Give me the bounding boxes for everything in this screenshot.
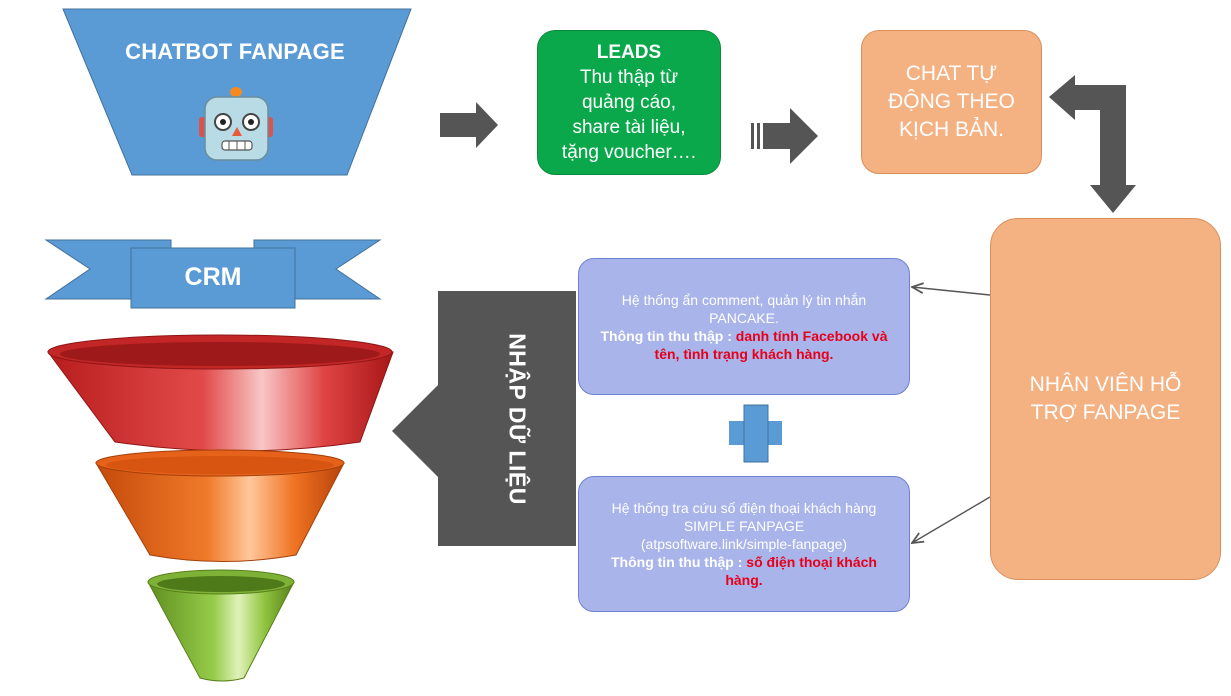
crm-ribbon	[44, 239, 382, 309]
arrow-right-icon	[440, 102, 498, 148]
pancake-collect-value: danh tính Facebook và tên, tình trạng kh…	[654, 327, 888, 362]
connector-support-to-simple	[912, 496, 991, 543]
chat-auto-line-2: ĐỘNG THEO	[888, 90, 1015, 113]
simple-line-1: Hệ thống tra cứu số điện thoại khách hàn…	[611, 500, 877, 516]
chat-auto-line-1: CHAT TỰ	[905, 62, 998, 85]
simple-fanpage-info-box: Hệ thống tra cứu số điện thoại khách hàn…	[578, 476, 910, 612]
simple-line-2: SIMPLE FANPAGE	[683, 518, 805, 534]
chat-auto-box: CHAT TỰ ĐỘNG THEO KỊCH BẢN.	[861, 30, 1042, 174]
leads-box: LEADS Thu thập từ quảng cáo, share tài l…	[537, 30, 721, 175]
support-line-2: TRỢ FANPAGE	[1030, 401, 1181, 424]
pancake-line-1: Hệ thống ẩn comment, quản lý tin nhắn	[621, 291, 867, 308]
pancake-line-2: PANCAKE.	[709, 309, 779, 326]
support-line-1: NHÂN VIÊN HỖ	[1029, 373, 1182, 396]
plus-icon	[729, 404, 782, 463]
funnel-bottom-layer	[147, 581, 295, 682]
import-label-box: NHẬP DỮ LIỆU	[458, 291, 576, 546]
leads-line-1: Thu thập từ	[579, 67, 679, 88]
pancake-collect-label: Thông tin thu thập :	[600, 327, 736, 344]
sales-funnel	[47, 334, 394, 682]
simple-collect: Thông tin thu thập : số điện thoại khách…	[593, 553, 895, 589]
bent-arrow-icon	[1049, 75, 1136, 213]
leads-line-3: share tài liệu,	[572, 117, 686, 138]
crm-label: CRM	[184, 263, 242, 291]
pancake-info-box: Hệ thống ẩn comment, quản lý tin nhắn PA…	[578, 258, 910, 395]
leads-title: LEADS	[596, 42, 662, 63]
connector-support-to-pancake	[912, 287, 991, 296]
support-staff-box: NHÂN VIÊN HỖ TRỢ FANPAGE	[990, 218, 1221, 580]
arrow-right-striped-icon	[751, 108, 818, 164]
import-label: NHẬP DỮ LIỆU	[504, 332, 531, 505]
leads-line-4: tặng voucher….	[561, 142, 697, 163]
chat-auto-line-3: KỊCH BẢN.	[898, 118, 1005, 141]
simple-collect-value: số điện thoại khách hàng.	[725, 554, 877, 588]
simple-link: (atpsoftware.link/simple-fanpage)	[640, 536, 848, 552]
chatbot-title: CHATBOT FANPAGE	[125, 39, 345, 64]
funnel-middle-layer	[95, 462, 345, 562]
leads-line-2: quảng cáo,	[581, 92, 677, 113]
robot-icon	[199, 87, 273, 161]
pancake-collect: Thông tin thu thập : danh tính Facebook …	[593, 327, 895, 363]
simple-collect-label: Thông tin thu thập :	[611, 554, 747, 570]
